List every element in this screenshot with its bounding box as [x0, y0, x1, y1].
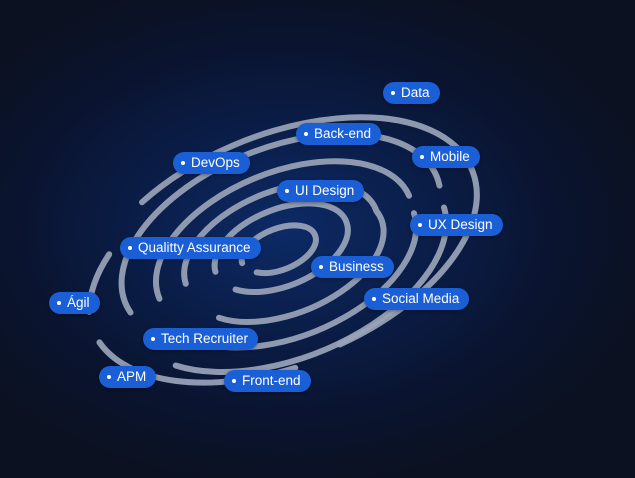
tag-tech-recruiter[interactable]: Tech Recruiter — [143, 328, 259, 350]
tag-mobile[interactable]: Mobile — [412, 146, 480, 168]
tag-data[interactable]: Data — [383, 82, 440, 104]
tag-label: DevOps — [191, 155, 240, 170]
tag-agil[interactable]: Ágil — [49, 292, 100, 314]
tag-label: UX Design — [428, 217, 493, 232]
bullet-icon — [107, 375, 111, 379]
tag-label: Back-end — [314, 126, 372, 141]
bullet-icon — [285, 189, 289, 193]
tag-label: Mobile — [430, 149, 470, 164]
tag-label: Qualitty Assurance — [138, 240, 251, 255]
tag-label: Ágil — [67, 295, 90, 310]
tag-label: Tech Recruiter — [161, 331, 249, 346]
bullet-icon — [420, 155, 424, 159]
bullet-icon — [319, 265, 323, 269]
tag-label: APM — [117, 369, 147, 384]
tag-back-end[interactable]: Back-end — [296, 123, 382, 145]
tag-label: Social Media — [382, 291, 460, 306]
ring-6 — [139, 114, 480, 348]
tag-devops[interactable]: DevOps — [173, 152, 250, 174]
bullet-icon — [391, 91, 395, 95]
bullet-icon — [372, 297, 376, 301]
bullet-icon — [304, 132, 308, 136]
tag-quality-assurance[interactable]: Qualitty Assurance — [120, 237, 261, 259]
ring-4 — [152, 158, 413, 302]
tag-ux-design[interactable]: UX Design — [410, 214, 503, 236]
tag-apm[interactable]: APM — [99, 366, 157, 388]
tag-label: Data — [401, 85, 430, 100]
tag-label: Business — [329, 259, 384, 274]
bullet-icon — [151, 337, 155, 341]
bullet-icon — [418, 223, 422, 227]
tag-label: Front-end — [242, 373, 301, 388]
bullet-icon — [128, 246, 132, 250]
tag-ui-design[interactable]: UI Design — [277, 180, 365, 202]
bullet-icon — [57, 301, 61, 305]
ring-2 — [211, 200, 351, 295]
tag-business[interactable]: Business — [311, 256, 394, 278]
tag-label: UI Design — [295, 183, 355, 198]
ring-3 — [181, 179, 387, 325]
ring-6b — [96, 339, 299, 386]
bullet-icon — [232, 379, 236, 383]
tag-front-end[interactable]: Front-end — [224, 370, 311, 392]
bullet-icon — [181, 161, 185, 165]
tag-social-media[interactable]: Social Media — [364, 288, 470, 310]
